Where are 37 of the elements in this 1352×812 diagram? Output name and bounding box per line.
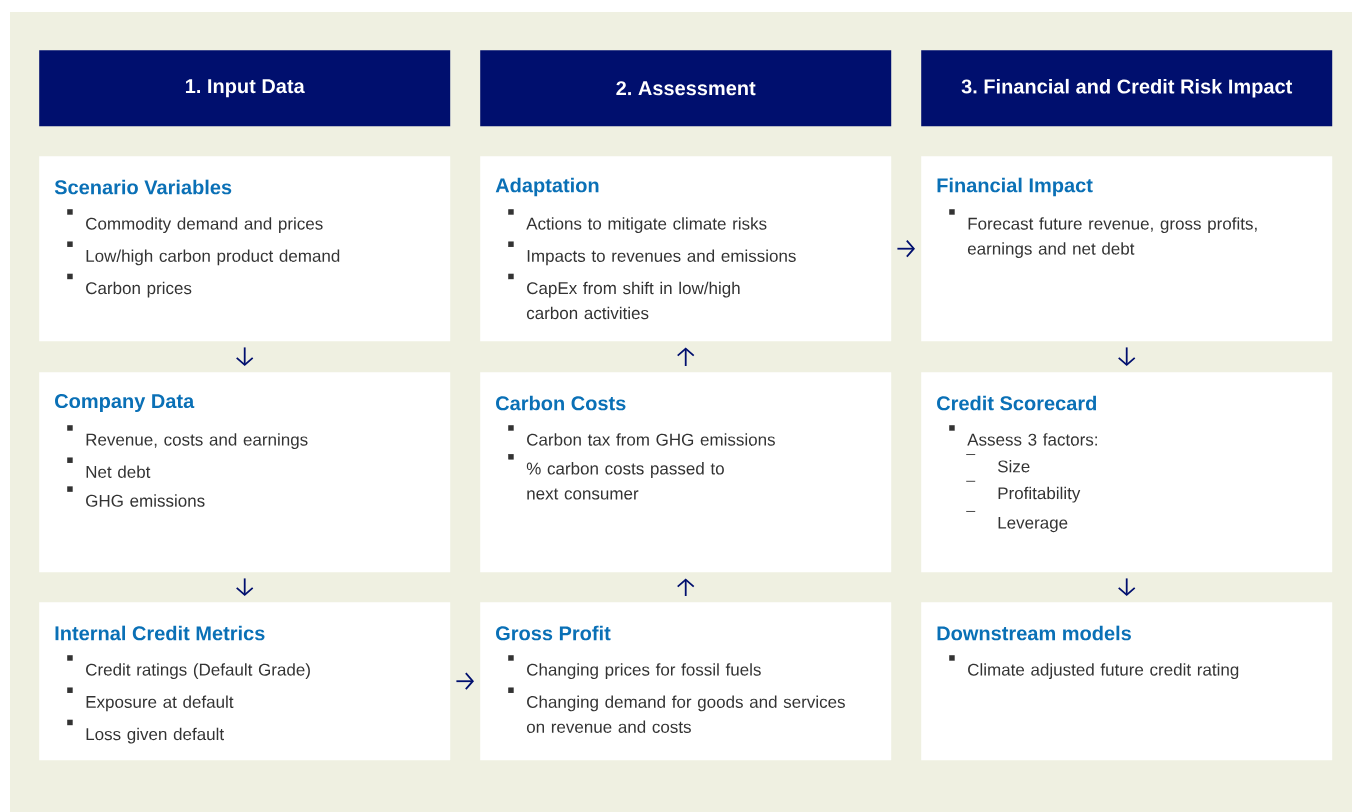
bullet-item: Credit ratings (Default Grade) (67, 655, 310, 680)
box-heading: Gross Profit (496, 625, 611, 641)
column-header: 2. Assessment (480, 50, 892, 127)
bullet-item: Commodity demand and prices (67, 209, 323, 234)
bullet-item: Loss given default (67, 719, 224, 744)
bullet-item: Forecast future revenue, gross profits, earnings and net debt (949, 209, 1257, 259)
bullet-item: Changing demand for goods and services on revenue and costs (508, 687, 845, 733)
bullet-item: Leverage (965, 511, 1068, 533)
arrow (1117, 346, 1136, 366)
arrow (235, 346, 254, 366)
box-heading: Credit Scorecard (937, 395, 1097, 411)
bullet-item: Low/high carbon product demand (67, 241, 340, 266)
arrow (676, 347, 695, 367)
bullet-item: Size (965, 454, 1030, 473)
column-header: 1. Input Data (39, 50, 451, 127)
box-heading: Internal Credit Metrics (55, 625, 265, 641)
box-heading: Carbon Costs (496, 395, 626, 411)
box-heading: Financial Impact (937, 177, 1093, 197)
bullet-item: Actions to mitigate climate risks (508, 209, 767, 234)
box-heading: Adaptation (495, 177, 599, 197)
bullet-item: Carbon tax from GHG emissions (508, 425, 775, 446)
bullet-item: GHG emissions (67, 486, 205, 507)
bullet-item: Climate adjusted future credit rating (949, 655, 1239, 680)
bullet-item: % carbon costs passed to next consumer (508, 454, 724, 500)
bullet-item: Impacts to revenues and emissions (508, 241, 796, 266)
column-header: 3. Financial and Credit Risk Impact (921, 50, 1333, 127)
bullet-item: CapEx from shift in low/high carbon activities (508, 273, 740, 320)
bullet-item: Changing prices for fossil fuels (508, 655, 761, 680)
bullet-item: Profitability (965, 480, 1081, 503)
bullet-item: Assess 3 factors: (949, 425, 1097, 446)
bullet-item: Carbon prices (67, 273, 192, 298)
box-heading: Downstream models (937, 625, 1131, 641)
bullet-item: Revenue, costs and earnings (67, 425, 308, 450)
bullet-item: Exposure at default (67, 687, 234, 712)
box-heading: Scenario Variables (54, 179, 232, 195)
box-heading: Company Data (55, 393, 195, 413)
bullet-item: Net debt (67, 457, 151, 478)
